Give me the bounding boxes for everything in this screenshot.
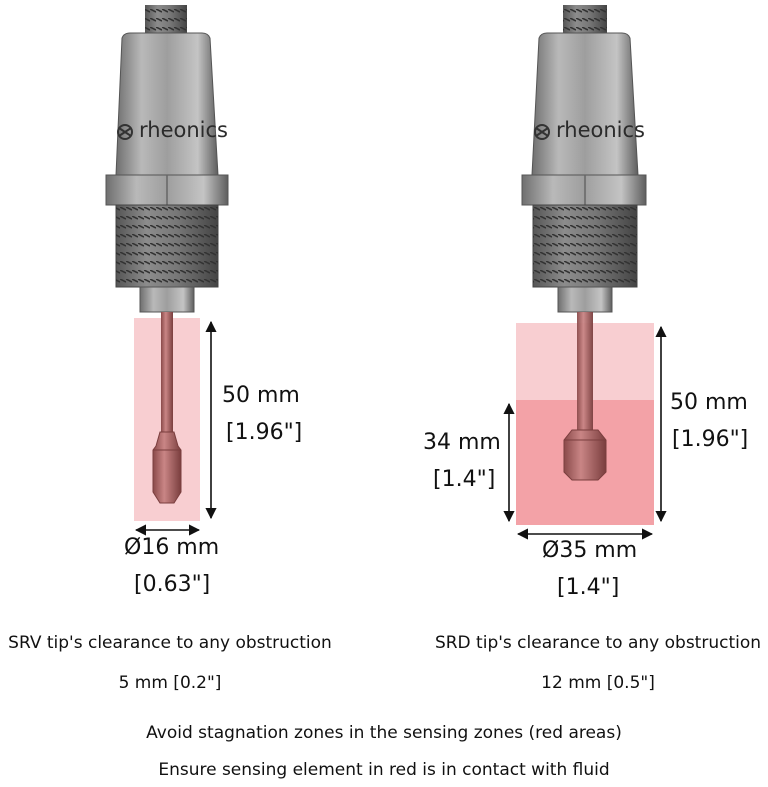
rheonics-logo-icon (117, 124, 133, 140)
srd-caption-title: SRD tip's clearance to any obstruction (434, 633, 762, 653)
srd-outer-length-value: 50 mm (670, 390, 748, 415)
srd-diameter-value: Ø35 mm (542, 538, 638, 563)
srd-sensor (503, 5, 667, 540)
srv-caption-value: 5 mm [0.2"] (118, 673, 222, 693)
sensor-diagram (105, 5, 667, 540)
srv-caption-title: SRV tip's clearance to any obstruction (8, 633, 332, 653)
srv-diameter-imperial: [0.63"] (134, 572, 211, 597)
srd-caption-value: 12 mm [0.5"] (541, 673, 655, 693)
note-stagnation: Avoid stagnation zones in the sensing zo… (146, 723, 622, 743)
srv-sensor (105, 5, 229, 536)
srd-diameter-imperial: [1.4"] (557, 575, 620, 600)
srv-diameter-value: Ø16 mm (124, 535, 220, 560)
srd-inner-length-imperial: [1.4"] (433, 467, 496, 492)
srv-length-value: 50 mm (222, 383, 300, 408)
srd-inner-length-value: 34 mm (423, 430, 501, 455)
srd-outer-length-imperial: [1.96"] (672, 427, 749, 452)
srv-logo-text: rheonics (139, 118, 228, 142)
srd-logo-text: rheonics (556, 118, 645, 142)
srv-length-imperial: [1.96"] (226, 420, 303, 445)
note-contact: Ensure sensing element in red is in cont… (158, 760, 610, 780)
rheonics-logo-icon (534, 124, 550, 140)
